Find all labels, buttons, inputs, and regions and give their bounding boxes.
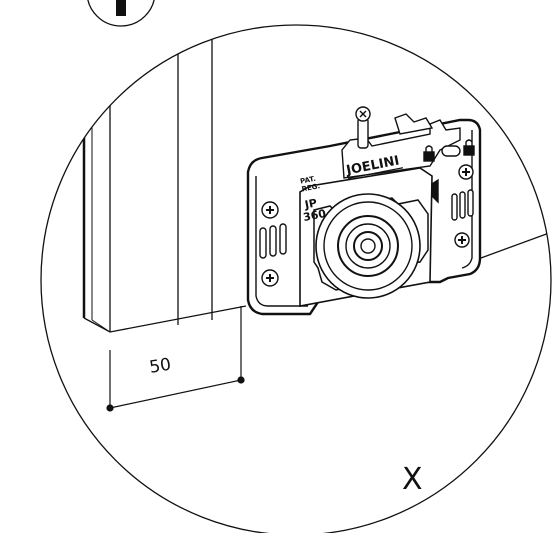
- roller-mechanism: [246, 106, 482, 316]
- screw-icon: [261, 201, 279, 219]
- rail-line: [469, 231, 551, 263]
- unlock-icon: [463, 139, 475, 156]
- screw-icon: [454, 232, 470, 248]
- step-mark: X: [402, 462, 423, 497]
- patent-text: REG.: [301, 182, 321, 193]
- dimension-lines: [106, 306, 245, 412]
- panel-edge: [82, 25, 247, 333]
- step-badge: [87, 0, 155, 27]
- screw-icon: [261, 269, 279, 287]
- dimension-label: 50: [148, 354, 173, 378]
- model-text: JP: [303, 196, 318, 211]
- patent-text: PAT.: [299, 175, 316, 186]
- lock-icon: [423, 145, 435, 162]
- screw-icon: [458, 164, 474, 180]
- model-text: 360: [302, 207, 327, 224]
